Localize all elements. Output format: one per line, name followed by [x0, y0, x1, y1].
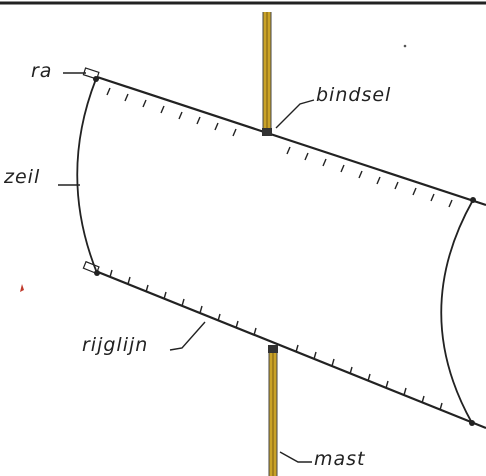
sail-edge-right [440, 199, 474, 424]
sail-edge-left [76, 78, 98, 274]
label-rijglijn: rijglijn [82, 334, 149, 356]
leader-bindsel [275, 99, 315, 129]
label-ra: ra [31, 60, 53, 82]
label-bindsel: bindsel [316, 84, 392, 106]
red-mark [20, 284, 24, 292]
leader-mast [279, 451, 312, 463]
label-zeil: zeil [4, 166, 41, 188]
lashing-bindsel [262, 128, 272, 136]
yard-ra [82, 67, 486, 207]
speck [403, 44, 407, 48]
mast-lower [268, 350, 278, 476]
label-mast: mast [314, 448, 366, 470]
lower-spar-hatches [109, 269, 443, 411]
mast-upper [262, 12, 272, 130]
leader-rijglijn [169, 321, 206, 351]
lower-spar [82, 260, 486, 430]
yard-hatches [106, 87, 453, 208]
